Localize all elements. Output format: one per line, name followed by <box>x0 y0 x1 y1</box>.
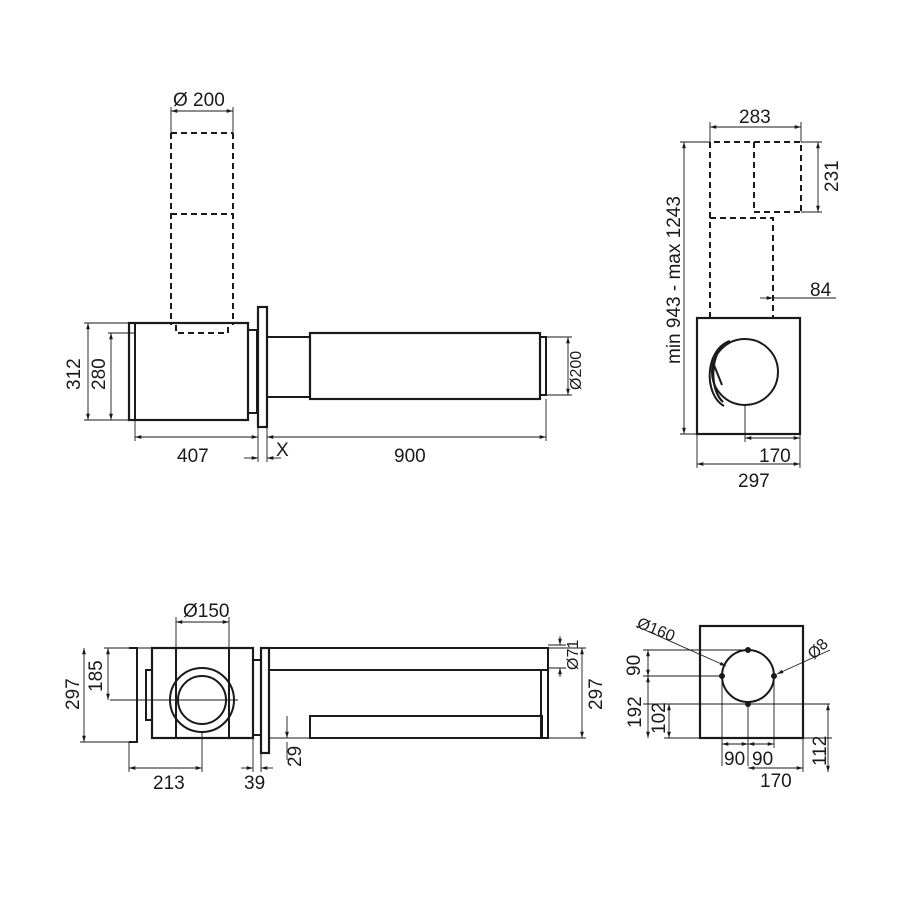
plan-flange <box>259 646 271 755</box>
collar <box>175 647 230 739</box>
mount-plate <box>698 624 805 740</box>
dim-height-outer: 312 <box>64 322 129 421</box>
h-inner-plan-label: 185 <box>86 660 107 692</box>
dia-side-label: Ø71 <box>565 640 582 670</box>
dim-mount-112: 112 <box>803 704 832 772</box>
lower-pipe <box>309 715 543 739</box>
v102-label: 102 <box>649 702 670 734</box>
offset-29-label: 29 <box>285 746 306 767</box>
side-view: Ø 200 312 280 407 <box>64 90 585 467</box>
dashed-flue <box>709 141 802 318</box>
front-view: 283 231 min 943 - max 1243 84 170 <box>664 107 843 492</box>
h-left-label: 90 <box>724 749 745 770</box>
dia-circle-label: Ø160 <box>635 615 678 645</box>
long-pipe <box>308 331 542 401</box>
dia-top-label: Ø 200 <box>173 90 225 111</box>
pipe-end <box>539 336 547 396</box>
dim-plan-h-outer: 297 <box>63 648 129 743</box>
w-box-label: 407 <box>177 446 209 467</box>
dim-offset-84: 84 <box>760 280 836 301</box>
dim-front-top-height: 231 <box>801 141 843 213</box>
handle-arc <box>708 340 731 407</box>
dim-mount-192: 192 <box>625 676 650 738</box>
dim-pipe-diameter: Ø200 <box>546 336 585 396</box>
plan-view: Ø150 185 297 213 39 <box>63 601 607 794</box>
dim-top-diameter: Ø 200 <box>170 90 234 133</box>
dim-plan-diameter: Ø150 <box>175 601 229 648</box>
x-gap-label: X <box>276 440 289 461</box>
dia-hole-label: Ø8 <box>805 636 832 663</box>
stove-box <box>127 321 250 422</box>
dim-mount-90-v: 90 <box>624 650 650 676</box>
mount-flange <box>256 305 269 429</box>
outlet-circle <box>711 338 779 406</box>
h-total-label: 170 <box>760 771 792 792</box>
w-outer-label: 297 <box>738 471 770 492</box>
w-plan-label: 213 <box>153 773 185 794</box>
v-right-label: 112 <box>810 736 831 766</box>
dim-mount-90-h: 90 90 <box>722 742 774 770</box>
dim-plan-h-inner: 185 <box>86 647 152 700</box>
plate-label: 39 <box>244 773 265 794</box>
side-bracket <box>129 647 138 743</box>
len-pipe-label: 900 <box>394 446 426 467</box>
dim-offset-29: 29 <box>269 716 310 767</box>
front-box <box>695 316 802 436</box>
v192-label: 192 <box>625 696 646 728</box>
h-outer-plan-label: 297 <box>63 678 84 710</box>
w-inner-label: 170 <box>759 446 791 467</box>
dim-front-inner-width: 170 <box>744 405 800 467</box>
dim-width-box: 407 <box>134 420 259 467</box>
dashed-chimney <box>170 132 234 334</box>
h-right-label: 90 <box>752 749 773 770</box>
dia-plan-label: Ø150 <box>183 601 229 622</box>
mount-circle <box>721 649 775 703</box>
dim-front-top-width: 283 <box>709 107 802 142</box>
upper-pipe <box>268 647 549 671</box>
short-pipe <box>266 336 311 398</box>
dim-x-gap: X <box>244 427 289 462</box>
dim-mount-170: 170 <box>748 766 803 792</box>
dim-mount-102: 102 <box>649 702 671 738</box>
dim-plate-39: 39 <box>241 738 273 794</box>
wall-plate <box>247 329 258 414</box>
h-inner-label: 280 <box>89 358 110 390</box>
range-label: min 943 - max 1243 <box>664 196 685 364</box>
offset-label: 84 <box>810 280 832 301</box>
dim-front-outer-width: 297 <box>696 434 801 492</box>
dia-pipe-label: Ø200 <box>568 351 585 390</box>
mount-view: Ø160 Ø8 90 192 102 90 <box>624 615 832 792</box>
dim-height-range: min 943 - max 1243 <box>664 141 710 435</box>
dim-pipe-length: 900 <box>267 399 547 467</box>
h-top-label: 231 <box>822 160 843 192</box>
w-top-label: 283 <box>739 107 771 128</box>
v90-label: 90 <box>624 655 645 676</box>
dim-plan-h-pipe: 297 <box>542 647 607 739</box>
h-outer-label: 312 <box>64 358 85 390</box>
h-pipe-label: 297 <box>586 678 607 710</box>
dim-side-diameter: Ø71 <box>548 636 582 677</box>
dim-plan-width: 213 <box>128 732 203 794</box>
dim-height-inner: 280 <box>89 332 135 420</box>
